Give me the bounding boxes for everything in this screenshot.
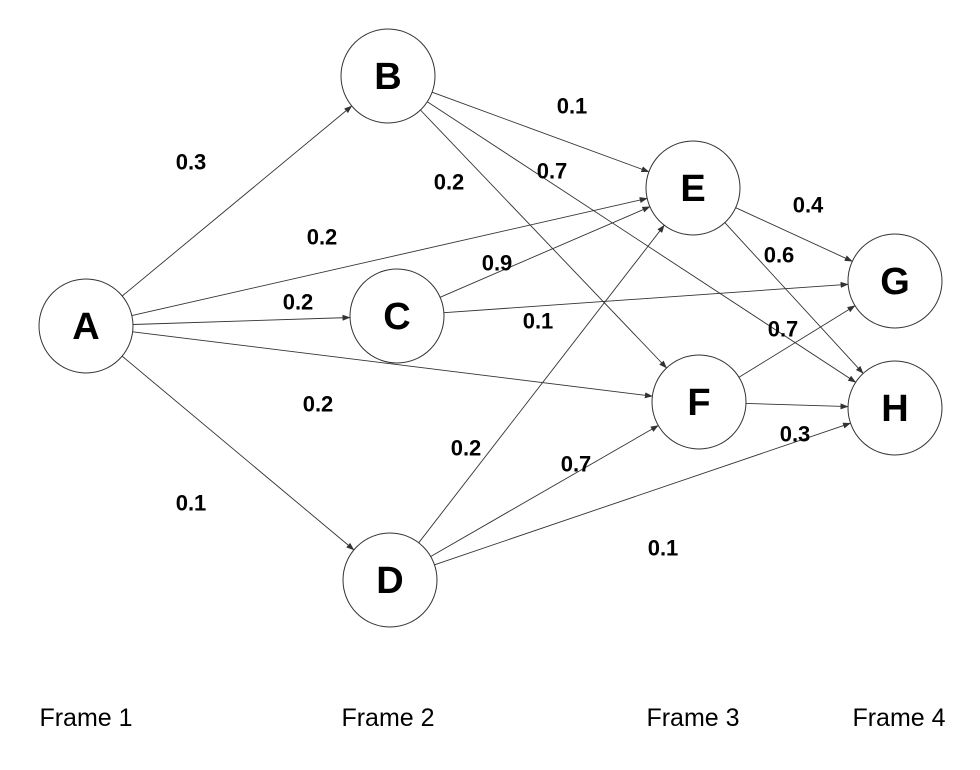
node-f: F: [651, 354, 747, 450]
frame-labels: Frame 1 Frame 2 Frame 3 Frame 4: [39, 704, 945, 732]
edge-weight-d-e: 0.2: [451, 436, 482, 461]
edge-b-h: [427, 101, 857, 383]
node-circle-h: [847, 360, 943, 456]
node-e: E: [645, 140, 741, 236]
node-h: H: [847, 360, 943, 456]
edge-weight-d-h: 0.1: [648, 536, 679, 561]
node-a: A: [38, 278, 134, 374]
edge-weight-a-f: 0.2: [303, 392, 334, 417]
node-label-f: F: [687, 382, 710, 424]
nodes-layer: A B C D E F G H: [38, 28, 943, 628]
node-c: C: [349, 268, 445, 364]
edge-weight-a-c: 0.2: [283, 290, 314, 315]
edge-b-e: [431, 91, 650, 173]
edge-a-d: [121, 355, 355, 551]
edges-layer: [121, 91, 864, 566]
node-circle-d: [342, 532, 438, 628]
node-circle-f: [651, 354, 747, 450]
node-d: D: [342, 532, 438, 628]
frame-label-3: Frame 3: [646, 704, 739, 732]
edge-weight-c-g: 0.1: [523, 309, 554, 334]
edge-f-h: [745, 402, 849, 410]
edge-labels-layer: 0.3 0.2 0.2 0.2 0.1 0.1 0.7 0.2 0.9 0.1 0.2 0.7 0.1 0…: [176, 94, 824, 561]
edge-weight-a-d: 0.1: [176, 491, 207, 516]
edge-weight-b-e: 0.1: [557, 94, 588, 119]
node-b: B: [340, 28, 436, 124]
edge-c-e: [439, 206, 651, 298]
node-label-d: D: [376, 560, 403, 602]
node-label-c: C: [383, 296, 410, 338]
node-g: G: [847, 233, 943, 329]
node-label-g: G: [880, 261, 910, 303]
edge-a-c: [132, 314, 351, 325]
node-circle-c: [349, 268, 445, 364]
edge-a-f: [132, 331, 653, 399]
node-circle-g: [847, 233, 943, 329]
node-circle-b: [340, 28, 436, 124]
edge-weight-e-h: 0.6: [764, 243, 795, 268]
edge-c-g: [443, 281, 849, 314]
node-label-h: H: [881, 388, 908, 430]
edge-d-e: [418, 224, 665, 544]
edge-e-g: [735, 207, 853, 262]
edge-f-g: [738, 305, 856, 378]
edge-weight-f-h: 0.3: [780, 422, 811, 447]
frame-label-4: Frame 4: [852, 704, 945, 732]
edge-weight-d-f: 0.7: [561, 452, 592, 477]
frame-label-1: Frame 1: [39, 704, 132, 732]
edge-weight-e-g: 0.4: [793, 193, 824, 218]
node-circle-e: [645, 140, 741, 236]
edge-b-f: [420, 109, 667, 369]
edge-weight-b-f: 0.2: [434, 170, 465, 195]
node-label-a: A: [72, 306, 99, 348]
edge-e-h: [724, 222, 864, 374]
edge-weight-a-e: 0.2: [307, 225, 338, 250]
edge-weight-a-b: 0.3: [176, 150, 207, 175]
node-circle-a: [38, 278, 134, 374]
edge-d-h: [434, 422, 851, 566]
edge-a-e: [131, 197, 648, 317]
node-label-b: B: [374, 56, 401, 98]
edge-weight-c-e: 0.9: [482, 251, 513, 276]
node-label-e: E: [680, 168, 705, 210]
edge-d-f: [430, 425, 659, 557]
edge-weight-f-g: 0.7: [768, 317, 799, 342]
edge-weight-b-h: 0.7: [537, 159, 568, 184]
edge-a-b: [121, 105, 353, 297]
frame-label-2: Frame 2: [341, 704, 434, 732]
